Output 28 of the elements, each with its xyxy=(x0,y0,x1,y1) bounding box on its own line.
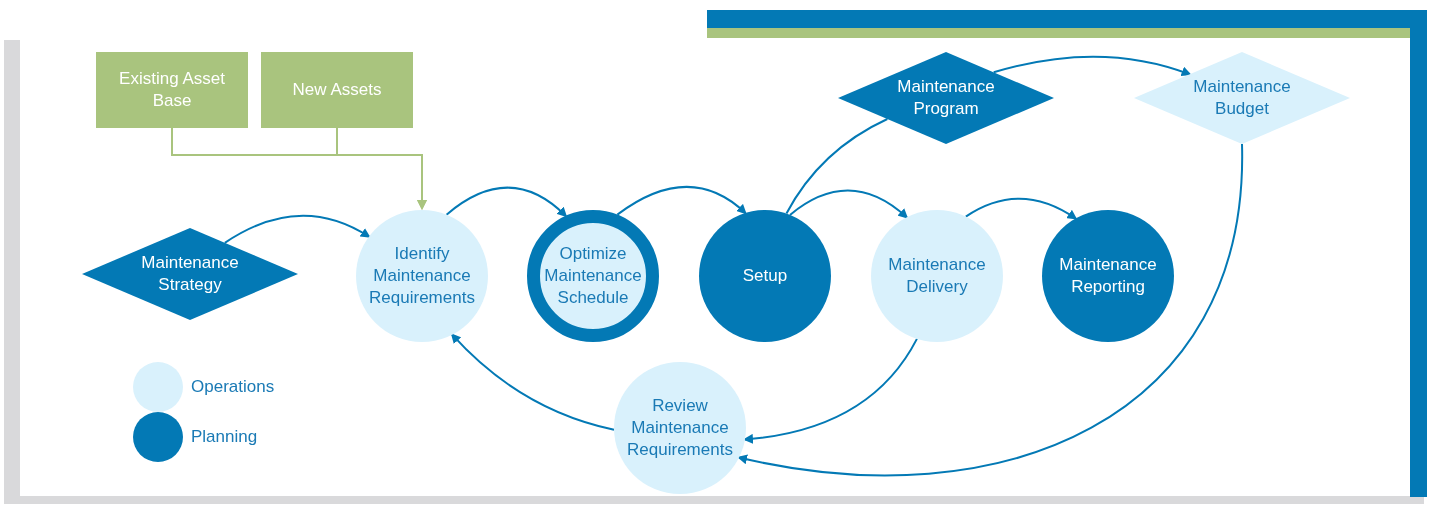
decision-diamond xyxy=(838,52,1054,144)
node-label: Existing Asset Base xyxy=(118,68,226,112)
node-label: Setup xyxy=(742,265,788,287)
input-box xyxy=(96,52,248,128)
node-label: Maintenance Delivery xyxy=(887,254,987,298)
legend-label: Operations xyxy=(191,377,275,397)
arrow xyxy=(616,185,747,216)
arrow xyxy=(992,55,1192,77)
arrow xyxy=(450,333,615,431)
input-box xyxy=(261,52,413,128)
arrow xyxy=(964,197,1078,220)
node-label: Maintenance Strategy xyxy=(140,252,240,296)
node-label: Identify Maintenance Requirements xyxy=(368,243,476,309)
node-label: Maintenance Program xyxy=(896,76,996,120)
node-label: Optimize Maintenance Schedule xyxy=(543,243,643,309)
legend-label: Planning xyxy=(191,427,258,447)
arrow xyxy=(336,127,427,210)
arrow xyxy=(737,143,1243,477)
arrow xyxy=(445,186,568,218)
arrow xyxy=(743,337,918,444)
node-label: Maintenance Reporting xyxy=(1058,254,1158,298)
decision-diamond xyxy=(82,228,298,320)
arrow xyxy=(223,214,371,244)
arrow xyxy=(789,189,909,219)
decision-diamond xyxy=(1134,52,1350,144)
node-label: New Assets xyxy=(292,79,382,101)
node-label: Maintenance Budget xyxy=(1192,76,1292,120)
node-label: Review Maintenance Requirements xyxy=(626,395,734,461)
